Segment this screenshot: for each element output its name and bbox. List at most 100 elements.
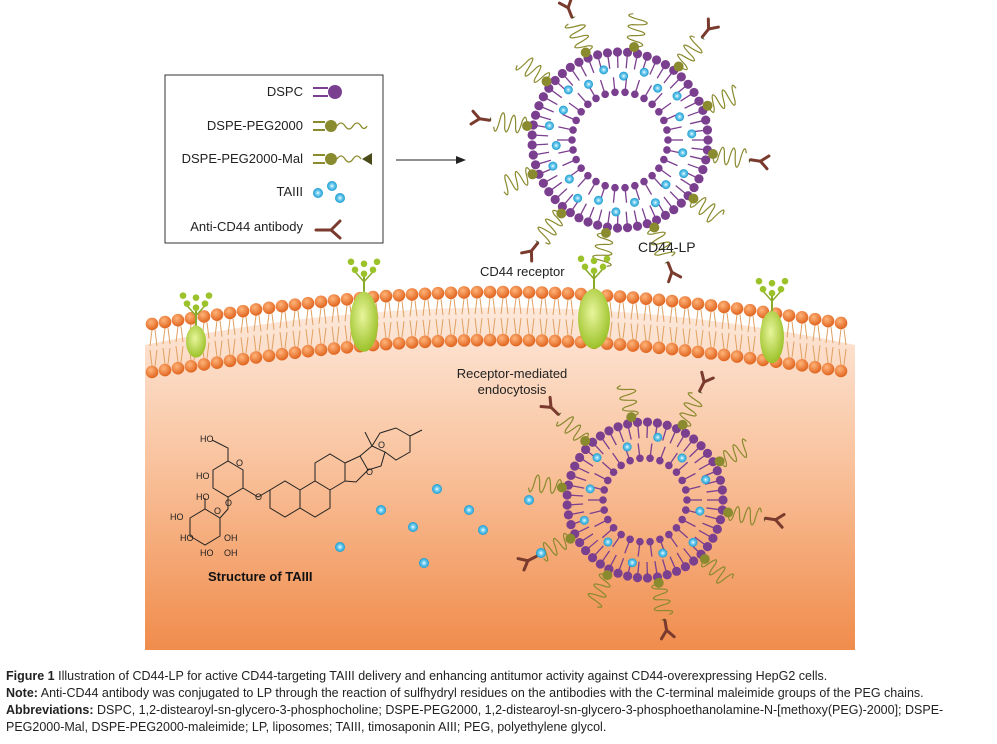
- membrane-tail: [310, 329, 314, 346]
- lipid-head: [655, 107, 663, 116]
- antibody-stem: [663, 618, 669, 632]
- membrane-tail: [786, 341, 790, 358]
- membrane-tail: [799, 323, 803, 340]
- membrane-tail: [713, 331, 717, 348]
- lipid-head: [702, 448, 713, 458]
- lipid-head: [621, 88, 629, 97]
- legend-label-peg-mal: DSPE-PEG2000-Mal: [182, 151, 303, 166]
- membrane-tail: [219, 340, 223, 357]
- lipid-head: [538, 178, 548, 188]
- lipid-head: [568, 136, 576, 144]
- membrane-tail: [817, 345, 821, 362]
- receptor-branch: [363, 271, 374, 283]
- drug-molecule: [679, 169, 689, 179]
- maleimide-group: [763, 517, 766, 522]
- maleimide-group: [535, 240, 539, 244]
- lipid-head: [663, 126, 671, 134]
- receptor-body: [760, 311, 784, 364]
- lipid-head: [715, 475, 726, 485]
- membrane-tail: [175, 346, 179, 363]
- peg-chain: [626, 13, 648, 48]
- lipid-head: [701, 155, 711, 165]
- receptor-glycan: [360, 270, 368, 278]
- membrane-bead: [405, 336, 419, 349]
- figure-illustration: DSPC DSPE-PEG2000 DSPE-PEG2000-Mal TAIII…: [145, 0, 855, 650]
- membrane-tail: [271, 333, 275, 350]
- antibody-arm: [522, 559, 530, 572]
- membrane-tail: [804, 323, 808, 340]
- membrane-bead: [834, 364, 848, 378]
- membrane-tail: [323, 327, 327, 344]
- membrane-tail: [284, 332, 288, 349]
- receptor-glycan: [590, 267, 598, 275]
- membrane-bead: [171, 361, 185, 375]
- lipid-head: [623, 571, 633, 581]
- membrane-tail: [726, 312, 730, 329]
- lipid-head: [660, 60, 671, 70]
- membrane-tail: [323, 307, 327, 324]
- antibody-arm: [700, 370, 706, 384]
- membrane-bead: [184, 360, 198, 373]
- membrane-tail: [305, 329, 309, 346]
- membrane-tail: [830, 347, 834, 364]
- lipid-head: [566, 470, 576, 481]
- lipid-head: [631, 181, 639, 190]
- maleimide-group: [748, 159, 751, 164]
- membrane-tail: [513, 298, 517, 315]
- lipid-head: [581, 545, 591, 556]
- membrane-tail: [838, 348, 842, 366]
- membrane-tail: [240, 337, 244, 354]
- membrane-bead: [548, 334, 562, 348]
- note-text: Anti-CD44 antibody was conjugated to LP …: [37, 686, 924, 700]
- drug-molecule: [629, 197, 639, 207]
- lipid-head: [600, 486, 609, 494]
- membrane-bead: [782, 309, 796, 322]
- lipid-head: [530, 110, 541, 120]
- peg-chain: [515, 57, 551, 83]
- peg-chain: [719, 438, 748, 468]
- receptor-glycan: [192, 294, 200, 301]
- membrane-tail: [284, 312, 288, 329]
- membrane-tail: [752, 336, 756, 353]
- membrane-tail: [682, 328, 686, 345]
- membrane-tail: [292, 310, 296, 327]
- membrane-tail: [643, 304, 647, 321]
- drug-molecule: [579, 515, 589, 525]
- receptor-branch: [186, 305, 197, 317]
- drug-molecule: [599, 65, 609, 75]
- lipid-head: [680, 428, 691, 438]
- antibody-arm: [774, 512, 786, 522]
- peg-chain: [707, 84, 737, 113]
- drug-molecule: [551, 140, 561, 150]
- abbrev-label: Abbreviations:: [6, 703, 94, 717]
- membrane-bead: [639, 340, 653, 353]
- membrane-tail: [539, 318, 543, 335]
- membrane-tail: [245, 337, 249, 354]
- membrane-tail: [843, 348, 847, 366]
- membrane-tail: [310, 309, 314, 326]
- membrane-tail: [565, 319, 569, 336]
- cd44-liposome: [469, 0, 771, 284]
- membrane-bead: [418, 335, 432, 349]
- lipid-head: [694, 96, 704, 106]
- membrane-tail: [544, 318, 548, 335]
- membrane-tail: [669, 327, 673, 344]
- antibody-stem: [478, 117, 491, 122]
- membrane-tail: [643, 324, 647, 341]
- antibody-stem: [666, 261, 674, 274]
- lipid-head: [648, 171, 656, 180]
- lipid-head: [562, 490, 572, 500]
- free-drug-molecule: [536, 548, 546, 558]
- receptor-branch: [584, 268, 595, 280]
- membrane-tail: [661, 325, 665, 342]
- membrane-tail: [149, 329, 153, 347]
- receptor-label: CD44 receptor: [480, 264, 565, 279]
- membrane-tail: [435, 299, 439, 316]
- membrane-tail: [526, 318, 530, 335]
- membrane-tail: [206, 342, 210, 359]
- membrane-bead: [197, 310, 211, 323]
- lipid-head: [611, 88, 619, 97]
- membrane-tail: [448, 298, 452, 315]
- antibody-arm: [469, 117, 482, 126]
- antibody-stem: [526, 554, 539, 563]
